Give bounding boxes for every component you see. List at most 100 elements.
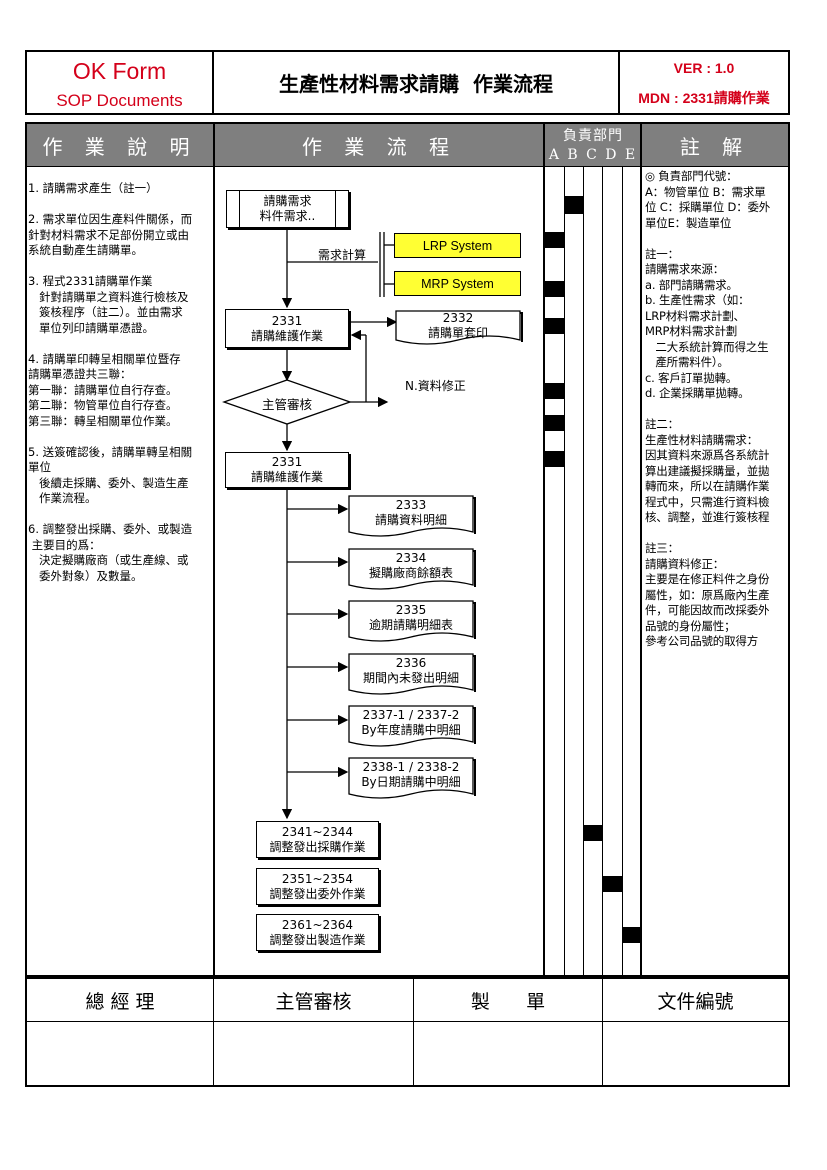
notes-line: 品號的身份屬性； bbox=[645, 618, 736, 633]
decision-label: 主管審核 bbox=[261, 397, 312, 412]
header-frame bbox=[25, 50, 790, 115]
notes-line: a. 部門請購需求。 bbox=[645, 277, 738, 292]
report-code: 2337-1 / 2337-2 bbox=[362, 708, 460, 722]
description-line: 4. 請購單印轉呈相關單位暨存 bbox=[28, 351, 181, 366]
footer-frame bbox=[25, 977, 790, 1087]
report-label: 逾期請購明細表 bbox=[368, 618, 453, 632]
notes-line: 件，可能因故而改採委外 bbox=[645, 603, 770, 617]
report-2337: 2337-1 / 2337-2 By年度請購中明細 bbox=[349, 708, 473, 738]
footer-maker: 製 單 bbox=[470, 990, 546, 1013]
lrp-system-box: LRP System bbox=[394, 233, 521, 258]
final-label: 調整發出製造作業 bbox=[269, 932, 366, 947]
flow-2331-code: 2331 bbox=[271, 313, 303, 328]
column-header-notes: 註 解 bbox=[642, 124, 788, 166]
report-code: 2335 bbox=[395, 603, 427, 617]
description-line: 作業流程。 bbox=[28, 491, 97, 505]
dept-letters: A B C D E bbox=[548, 147, 638, 163]
dept-col-line-4 bbox=[622, 166, 623, 976]
final-label: 調整發出採購作業 bbox=[269, 839, 366, 854]
notes-line: 位 C：採購單位 D：委外 bbox=[645, 200, 771, 214]
report-label: 請購資料明細 bbox=[374, 513, 447, 527]
header-rule bbox=[27, 166, 788, 167]
report-code: 2333 bbox=[395, 498, 427, 512]
column-header-description: 作 業 說 明 bbox=[27, 124, 213, 166]
footer-div-1 bbox=[213, 979, 214, 1085]
dept-bar-a-revise bbox=[545, 415, 564, 431]
report-label: By年度請購中明細 bbox=[361, 723, 461, 737]
notes-line: 屬性，如：原爲廠內生產 bbox=[645, 587, 770, 602]
report-label: 擬購廠商餘額表 bbox=[368, 566, 453, 580]
notes-line: 註一： bbox=[645, 246, 679, 261]
notes-line: c. 客戶訂單拋轉。 bbox=[645, 370, 738, 385]
main-frame bbox=[25, 122, 790, 977]
description-line: 針對請購單之資料進行檢核及 bbox=[28, 289, 189, 304]
version-label: VER : 1.0 bbox=[673, 60, 735, 76]
footer-review: 主管審核 bbox=[275, 990, 352, 1013]
flow-start-line2: 料件需求.. bbox=[259, 209, 316, 223]
footer-div-3 bbox=[602, 979, 603, 1085]
description-line: 後續走採購、委外、製造生產 bbox=[28, 475, 189, 490]
dept-bar-a-2331b bbox=[545, 451, 564, 467]
notes-line: 產所需料件）。 bbox=[645, 355, 729, 369]
flow-2331-label: 請購維護作業 bbox=[250, 328, 323, 343]
description-line: 針對材料需求不足部份開立或由 bbox=[28, 227, 189, 242]
notes-line: 二大系統計算而得之生 bbox=[645, 339, 769, 354]
flow-2331-box: 2331 請購維護作業 bbox=[225, 309, 349, 348]
mrp-system-box: MRP System bbox=[394, 271, 521, 296]
report-2333: 2333 請購資料明細 bbox=[349, 498, 473, 528]
notes-line: 單位E：製造單位 bbox=[645, 215, 732, 230]
footer-div-2 bbox=[413, 979, 414, 1085]
footer-docno: 文件編號 bbox=[657, 990, 734, 1013]
report-2336: 2336 期間內未發出明細 bbox=[349, 656, 473, 686]
revise-label: N.資料修正 bbox=[405, 379, 466, 393]
dept-title: 負責部門 bbox=[563, 128, 623, 144]
brand-line-2: SOP Documents bbox=[56, 91, 183, 110]
notes-line: 註二： bbox=[645, 417, 679, 431]
notes-line: 參考公司品號的取得方 bbox=[645, 634, 758, 648]
divider-notes bbox=[640, 124, 642, 976]
description-line: 主要目的爲： bbox=[28, 537, 101, 552]
description-line: 1. 請購需求產生（註一） bbox=[28, 181, 158, 195]
decision-diamond bbox=[222, 379, 352, 425]
report-code: 2336 bbox=[395, 656, 427, 670]
description-line: 委外對象）及數量。 bbox=[28, 568, 143, 583]
flow-start-line1: 請購需求 bbox=[263, 194, 312, 208]
flow-2361-box: 2361~2364 調整發出製造作業 bbox=[256, 914, 379, 951]
report-2334: 2334 擬購廠商餘額表 bbox=[349, 551, 473, 581]
notes-line: 註三： bbox=[645, 541, 679, 555]
description-line: 單位列印請購單憑證。 bbox=[28, 320, 154, 335]
description-text: 1. 請購需求產生（註一） 2. 需求單位因生產料件關係，而針對材料需求不足部份… bbox=[28, 181, 212, 584]
notes-line: b. 生產性需求（如： bbox=[645, 293, 750, 307]
notes-line: ◎ 負責部門代號： bbox=[645, 169, 738, 183]
notes-line: 請購資料修正： bbox=[645, 556, 725, 571]
notes-line: 主要是在修正料件之身份 bbox=[645, 572, 770, 586]
dept-col-line-2 bbox=[583, 166, 584, 976]
description-line: 第三聯：轉呈相關單位作業。 bbox=[28, 413, 178, 428]
dept-bar-a-lrp bbox=[545, 232, 564, 248]
flow-2332-label: 請購單套印 bbox=[427, 326, 488, 340]
final-code: 2361~2364 bbox=[281, 917, 354, 932]
final-code: 2351~2354 bbox=[281, 871, 354, 886]
flow-start-box: 請購需求 料件需求.. bbox=[226, 190, 349, 228]
report-label: By日期請購中明細 bbox=[361, 775, 461, 789]
report-code: 2338-1 / 2338-2 bbox=[362, 760, 460, 774]
dept-col-line-1 bbox=[564, 166, 565, 976]
flow-2332-code: 2332 bbox=[442, 311, 474, 325]
report-2335: 2335 逾期請購明細表 bbox=[349, 603, 473, 633]
description-line: 單位 bbox=[28, 460, 51, 474]
flow-2351-box: 2351~2354 調整發出委外作業 bbox=[256, 868, 379, 905]
flow-2341-box: 2341~2344 調整發出採購作業 bbox=[256, 821, 379, 858]
flow-2332-doc: 2332 請購單套印 bbox=[396, 311, 520, 341]
description-line: 3. 程式2331請購單作業 bbox=[28, 274, 153, 288]
flow-start-inner-left bbox=[239, 190, 240, 228]
notes-text: ◎ 負責部門代號：A：物管單位 B：需求單位 C：採購單位 D：委外單位E：製造… bbox=[645, 169, 788, 650]
footer-rule bbox=[27, 1021, 788, 1022]
description-line: 6. 調整發出採購、委外、或製造 bbox=[28, 522, 193, 536]
notes-line: LRP材料需求計劃、 bbox=[645, 308, 745, 323]
header-divider-1 bbox=[212, 50, 214, 115]
notes-line: 因其資料來源爲各系統計 bbox=[645, 448, 770, 462]
dept-bar-a-review bbox=[545, 383, 564, 399]
dept-bar-c-purchase bbox=[584, 825, 602, 841]
page-title: 生產性材料需求請購 作業流程 bbox=[279, 72, 553, 96]
